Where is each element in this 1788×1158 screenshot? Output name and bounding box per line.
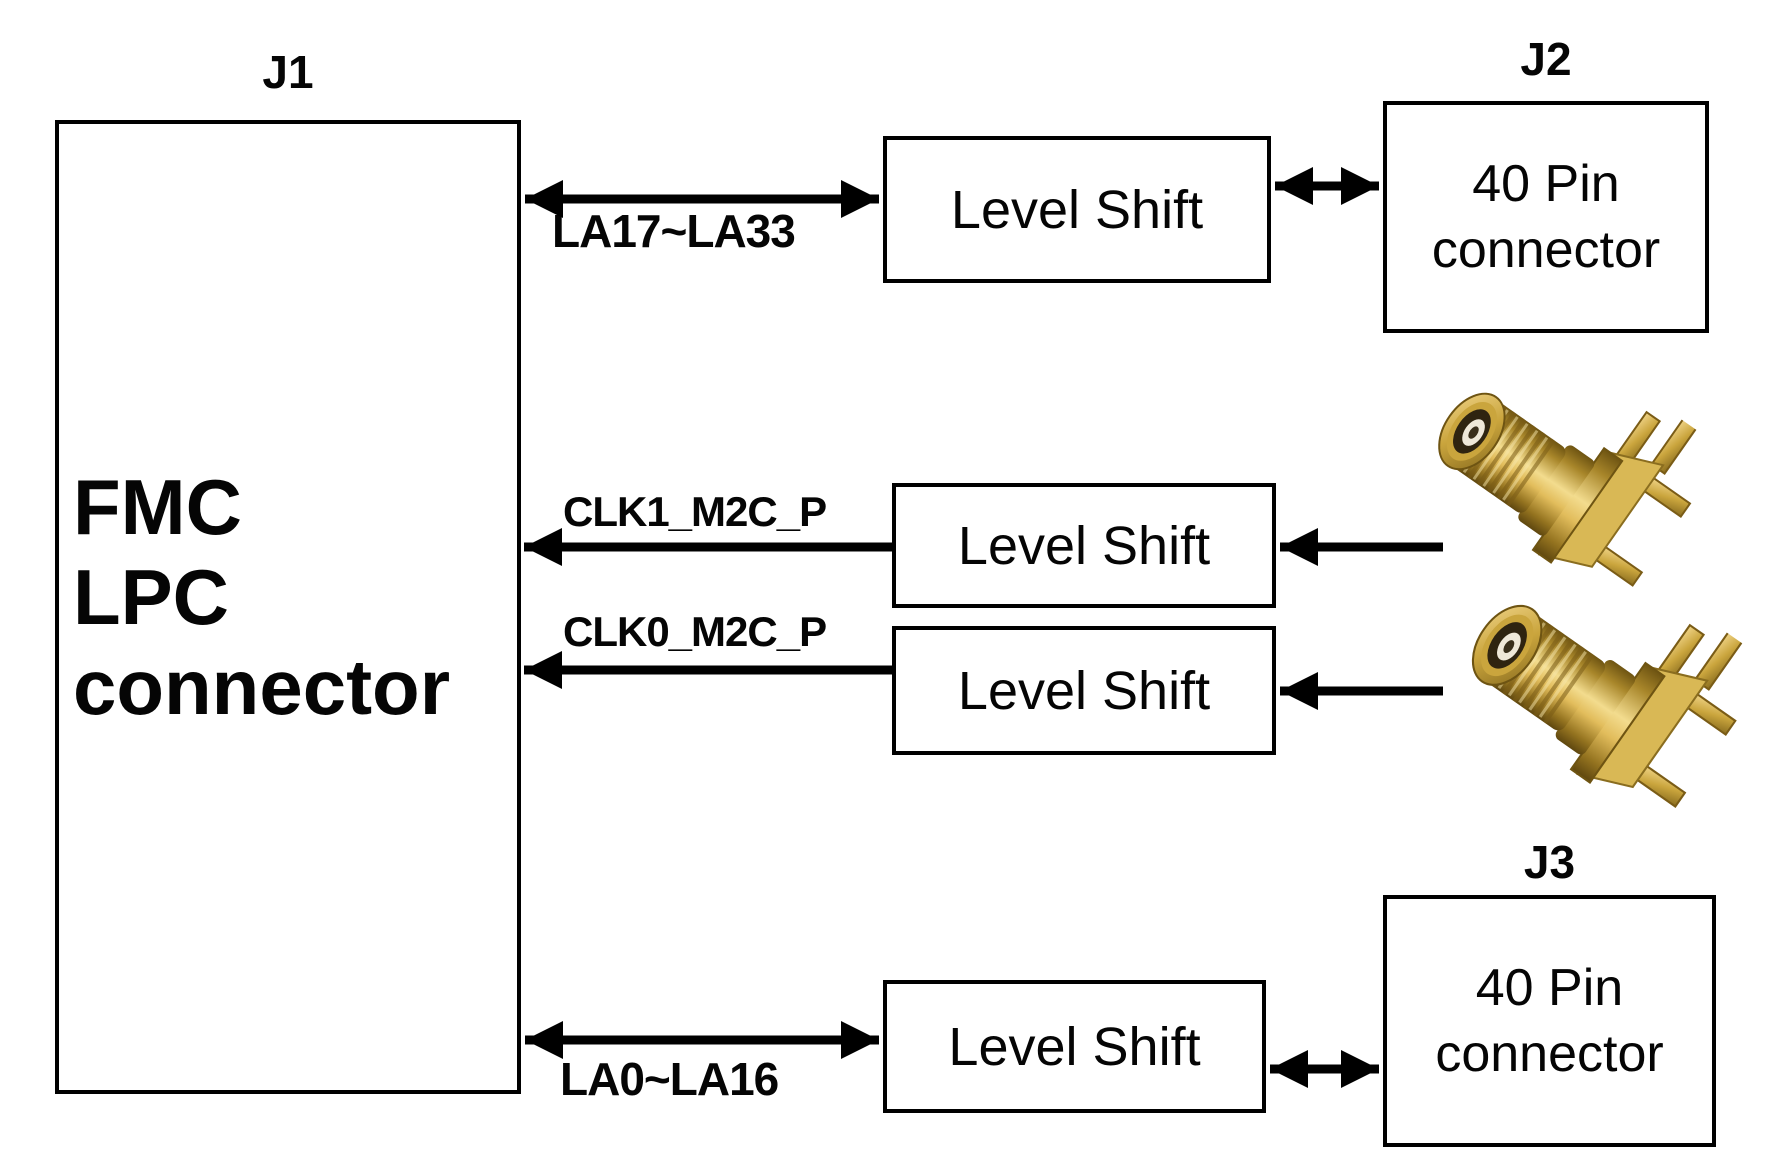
j1-fmc-lpc-connector-box [55, 120, 521, 1094]
j2-text-line1: 40 Pin [1472, 155, 1620, 213]
j1-ref-label: J1 [262, 46, 314, 98]
level-shift-top-box: Level Shift [883, 136, 1271, 283]
j3-text-line2: connector [1435, 1025, 1664, 1083]
signal-label-clk0-m2c-p: CLK0_M2C_P [563, 608, 827, 655]
j3-40pin-connector-box: 40 Pin connector [1383, 895, 1716, 1147]
level-shift-clk1-box: Level Shift [892, 483, 1276, 608]
level-shift-top-label: Level Shift [950, 179, 1204, 240]
level-shift-bottom-box: Level Shift [883, 980, 1266, 1113]
j1-text-line3: connector [73, 643, 451, 731]
j2-40pin-connector-box: 40 Pin connector [1383, 101, 1709, 333]
j1-text-line1: FMC [73, 463, 242, 551]
j1-text-line2: LPC [73, 553, 229, 641]
level-shift-clk1-label: Level Shift [957, 515, 1211, 576]
level-shift-clk0-label: Level Shift [957, 660, 1211, 721]
sma-connector-photo-bottom [1408, 511, 1775, 873]
j1-box-text: FMC LPC connector [73, 462, 450, 732]
j3-text-line1: 40 Pin [1475, 959, 1624, 1017]
j2-text-line2: connector [1431, 221, 1661, 279]
signal-label-clk1-m2c-p: CLK1_M2C_P [563, 488, 827, 535]
signal-label-la17-la33: LA17~LA33 [552, 205, 796, 257]
signal-label-la0-la16: LA0~LA16 [560, 1053, 779, 1105]
j3-ref-label: J3 [1523, 836, 1576, 888]
j2-ref-label: J2 [1520, 33, 1572, 85]
level-shift-clk0-box: Level Shift [892, 626, 1276, 755]
level-shift-bottom-label: Level Shift [948, 1016, 1201, 1077]
